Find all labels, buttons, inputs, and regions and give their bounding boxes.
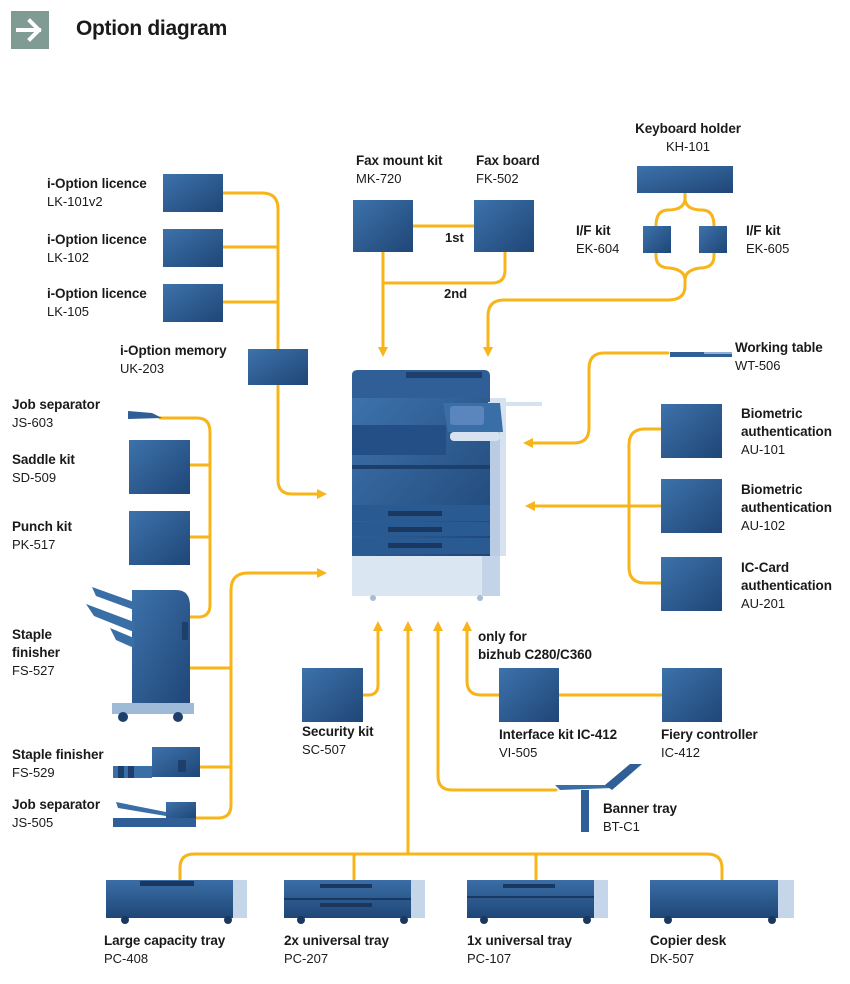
page-title: Option diagram <box>76 17 227 40</box>
wt506-device <box>670 352 732 357</box>
sd509-box <box>129 440 190 494</box>
pc408-device <box>106 880 247 924</box>
fk502-box <box>474 200 534 252</box>
dk507-device <box>650 880 794 924</box>
ek605-box <box>699 226 727 253</box>
lk105-box <box>163 284 223 322</box>
lk102-box <box>163 229 223 267</box>
mk720-box <box>353 200 413 252</box>
pk517-box <box>129 511 190 565</box>
connector-lines <box>158 191 724 882</box>
js603-device <box>128 411 162 419</box>
js505-device <box>113 802 196 827</box>
lk101-box <box>163 174 223 212</box>
kh101-box <box>637 166 733 193</box>
option-boxes <box>129 166 733 722</box>
connector-label-first: 1st <box>445 230 464 245</box>
fs529-device <box>113 747 200 778</box>
vi505-box <box>499 668 559 722</box>
fs527-device <box>86 587 194 722</box>
pc107-device <box>467 880 608 924</box>
arrow-right-icon <box>11 11 49 49</box>
connector-label-second: 2nd <box>444 286 468 301</box>
ic412-box <box>662 668 722 722</box>
uk203-box <box>248 349 308 385</box>
btc1-device <box>555 764 642 832</box>
main-mfp-device <box>352 370 542 601</box>
au201-box <box>661 557 722 611</box>
au102-box <box>661 479 722 533</box>
au101-box <box>661 404 722 458</box>
sc507-box <box>302 668 363 722</box>
ek604-box <box>643 226 671 253</box>
pc207-device <box>284 880 425 924</box>
